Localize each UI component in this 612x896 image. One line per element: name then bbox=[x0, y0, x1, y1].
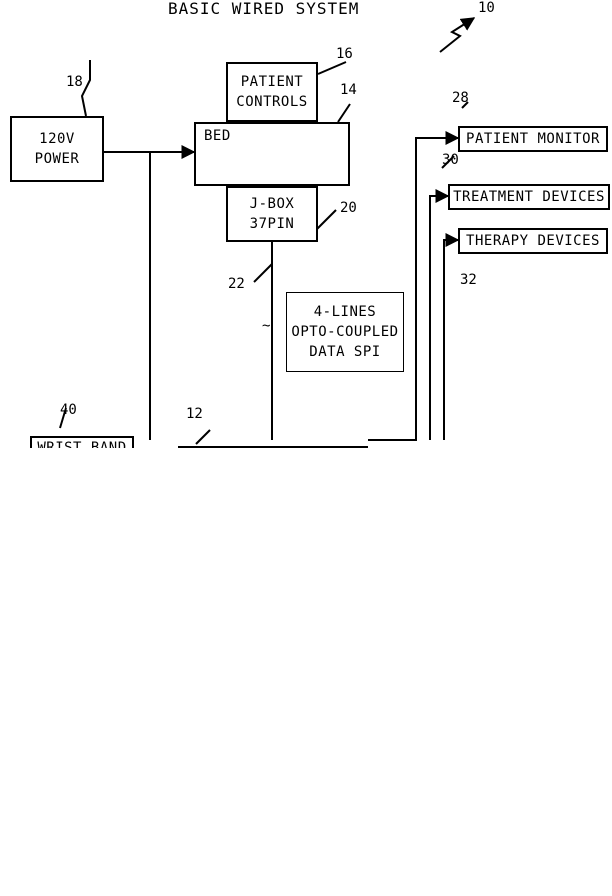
treatment-line bbox=[430, 196, 448, 440]
patient-controls-block: PATIENT CONTROLS bbox=[226, 62, 318, 122]
leader-12 bbox=[196, 430, 210, 444]
power-block: 120V POWER bbox=[10, 116, 104, 182]
leader-22 bbox=[254, 264, 272, 282]
patient-controls-line-1: PATIENT bbox=[241, 72, 304, 92]
patient-monitor-label: PATIENT MONITOR bbox=[466, 129, 600, 149]
ref-16: 16 bbox=[336, 46, 353, 63]
ref-arrow-10 bbox=[440, 18, 474, 52]
patient-monitor-block: PATIENT MONITOR bbox=[458, 126, 608, 152]
computer-block-top bbox=[178, 446, 368, 448]
ref-32: 32 bbox=[460, 272, 477, 289]
ref-10: 10 bbox=[478, 0, 495, 17]
therapy-devices-label: THERAPY DEVICES bbox=[466, 231, 600, 251]
bed-block: BED bbox=[194, 122, 350, 186]
leader-16 bbox=[318, 62, 346, 74]
leader-14 bbox=[338, 104, 350, 122]
link-spec-block: 4-LINES OPTO-COUPLED DATA SPI bbox=[286, 292, 404, 372]
jbox-line-2: 37PIN bbox=[250, 214, 295, 234]
svg-text:~: ~ bbox=[262, 318, 270, 334]
jbox-line-1: J-BOX bbox=[250, 194, 295, 214]
wrist-band-line-1: WRIST BAND bbox=[37, 438, 126, 448]
wrist-band-block: WRIST BAND bbox=[30, 436, 134, 448]
link-line-2: OPTO-COUPLED bbox=[291, 322, 398, 342]
jbox-block: J-BOX 37PIN bbox=[226, 186, 318, 242]
link-line-1: 4-LINES bbox=[314, 302, 377, 322]
ref-28: 28 bbox=[452, 90, 469, 107]
link-line-3: DATA SPI bbox=[309, 342, 380, 362]
treatment-devices-label: TREATMENT DEVICES bbox=[453, 187, 605, 207]
therapy-line bbox=[444, 240, 458, 440]
ref-22: 22 bbox=[228, 276, 245, 293]
power-line-1: 120V bbox=[39, 129, 75, 149]
ref-20: 20 bbox=[340, 200, 357, 217]
ref-30: 30 bbox=[442, 152, 459, 169]
power-line-2: POWER bbox=[35, 149, 80, 169]
ref-18: 18 bbox=[66, 74, 83, 91]
treatment-devices-block: TREATMENT DEVICES bbox=[448, 184, 610, 210]
ref-40: 40 bbox=[60, 402, 77, 419]
leader-18 bbox=[82, 60, 90, 116]
bed-label: BED bbox=[204, 126, 231, 146]
patient-controls-line-2: CONTROLS bbox=[236, 92, 307, 112]
diagram-title: BASIC WIRED SYSTEM bbox=[168, 0, 359, 17]
ref-14: 14 bbox=[340, 82, 357, 99]
therapy-devices-block: THERAPY DEVICES bbox=[458, 228, 608, 254]
leader-20 bbox=[316, 210, 336, 230]
ref-12: 12 bbox=[186, 406, 203, 423]
